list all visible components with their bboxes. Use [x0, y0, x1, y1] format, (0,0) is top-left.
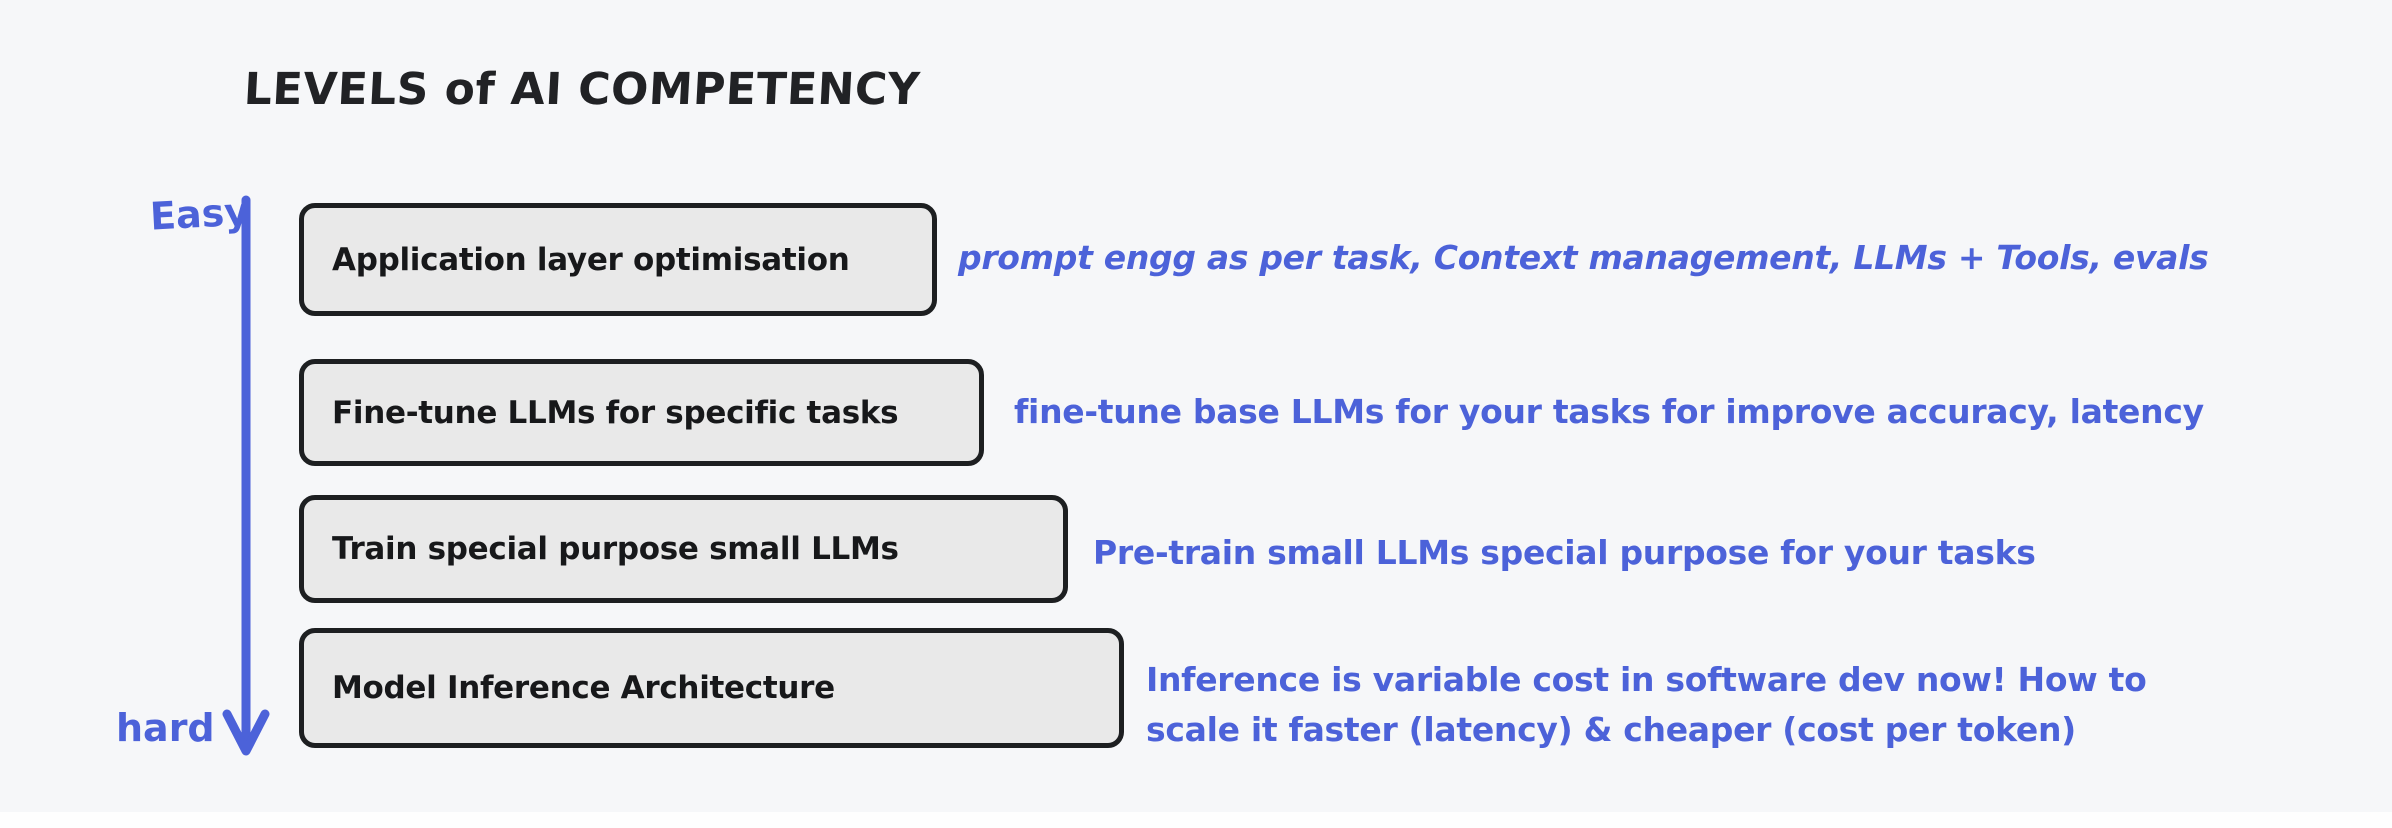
level-label: Fine-tune LLMs for specific tasks	[332, 394, 899, 431]
note-line-1: Inference is variable cost in software d…	[1146, 660, 2147, 699]
note-line-2: scale it faster (latency) & cheaper (cos…	[1146, 710, 2076, 749]
level-box-fine-tune: Fine-tune LLMs for specific tasks	[299, 359, 984, 466]
level-note-model-inference: Inference is variable cost in software d…	[1146, 655, 2147, 755]
level-label: Train special purpose small LLMs	[332, 531, 899, 567]
level-note-train-small-llms: Pre-train small LLMs special purpose for…	[1093, 533, 2036, 572]
axis-label-hard: hard	[116, 706, 215, 750]
level-label: Application layer optimisation	[332, 241, 850, 278]
level-note-application-layer: prompt engg as per task, Context managem…	[958, 238, 2209, 277]
level-label: Model Inference Architecture	[332, 670, 835, 706]
down-arrow-icon	[222, 195, 270, 756]
level-box-application-layer: Application layer optimisation	[299, 203, 937, 316]
bottom-edge-strip	[0, 812, 2392, 828]
level-box-model-inference: Model Inference Architecture	[299, 628, 1124, 748]
level-note-fine-tune: fine-tune base LLMs for your tasks for i…	[1014, 392, 2204, 431]
page-title: LEVELS of AI COMPETENCY	[242, 64, 922, 115]
level-box-train-small-llms: Train special purpose small LLMs	[299, 495, 1068, 603]
